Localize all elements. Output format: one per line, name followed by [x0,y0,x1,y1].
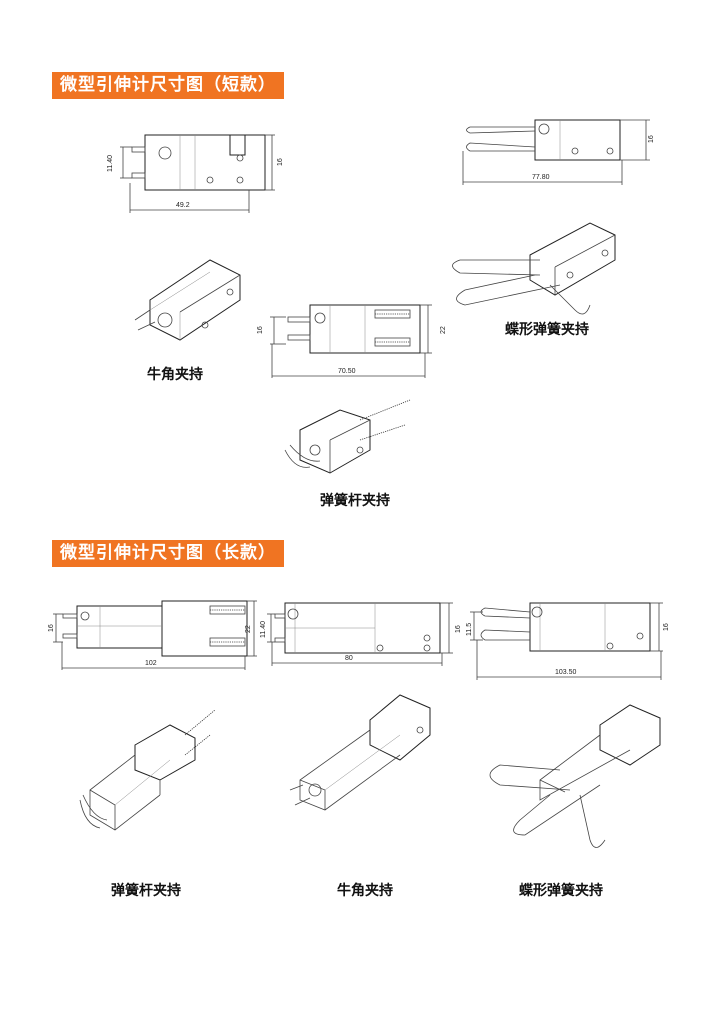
dimension-drawing-long-butterfly: 16 11.5 103.50 [466,602,670,680]
dimension-label: 16 [648,135,655,143]
dimension-label: 11.40 [107,155,114,172]
dimension-label: 49.2 [176,202,190,209]
dimension-drawing-short-spring-rod: 16 22 70.50 [257,304,447,378]
isometric-view-long-spring-rod-grip [79,709,216,831]
dimension-label: 70.50 [338,368,356,375]
dimension-label: 11.5 [466,623,473,636]
dimension-label: 16 [257,326,264,334]
dimension-drawing-short-butterfly: 16 77.80 [462,119,655,185]
dimension-label: 22 [440,326,447,334]
dimension-label: 16 [663,623,670,631]
dimension-label: 102 [145,660,157,667]
dimension-label: 11.40 [260,621,267,638]
isometric-view-butterfly-spring-grip [452,222,616,315]
isometric-view-long-butterfly-spring-grip [489,704,661,848]
dimension-drawing-long-spring-rod: 16 22 102 [48,600,257,670]
dimension-drawing-long-horn: 11.40 16 80 [260,602,462,666]
dimension-label: 16 [277,158,284,166]
caption-horn-grip-long: 牛角夹持 [337,883,393,899]
section-title-short: 微型引伸计尺寸图（短款） [52,72,284,99]
dimension-label: 77.80 [532,174,550,181]
caption-butterfly-spring-grip-long: 蝶形弹簧夹持 [519,883,603,899]
dimension-label: 16 [48,624,55,632]
caption-horn-grip-short: 牛角夹持 [147,367,203,383]
caption-spring-rod-grip-long: 弹簧杆夹持 [111,883,181,899]
dimension-label: 22 [245,625,252,633]
isometric-view-horn-grip [134,259,241,341]
isometric-view-spring-rod-grip [284,399,411,474]
isometric-view-long-horn-grip [289,694,431,811]
dimension-label: 103.50 [555,669,577,676]
dimension-label: 16 [455,625,462,633]
caption-butterfly-spring-grip-short: 蝶形弹簧夹持 [505,322,589,338]
dimension-drawing-short-horn: 11.40 16 49.2 [107,134,284,213]
dimension-label: 80 [345,655,353,662]
section-title-long: 微型引伸计尺寸图（长款） [52,540,284,567]
caption-spring-rod-grip-short: 弹簧杆夹持 [320,493,390,509]
